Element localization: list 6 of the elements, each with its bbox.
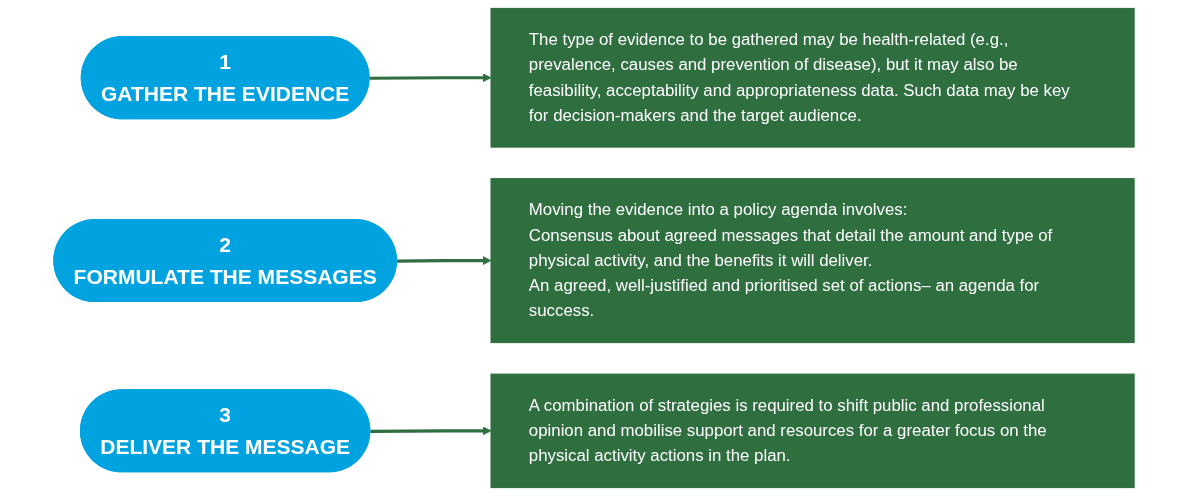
arrow [370, 426, 492, 436]
node-box: Moving the evidence into a policy agenda involves: Consensus about agreed messages that detail the amount and type of physical activity, and the benefits it will deliver. An agreed, well-justified and prioritised set of actions– an agenda for success. [490, 178, 1135, 344]
arrow [369, 73, 492, 83]
node-box: A combination of strategies is required to shift public and professional opinion and mobilise support and resources for a greater focus on the physical activity actions in the plan. [490, 373, 1135, 489]
node-box: The type of evidence to be gathered may be health-related (e.g., prevalence, causes and prevention of disease), but it may also be feasibility, acceptability and appropriateness data. Such data may be key for decision-makers and the target audience. [490, 7, 1135, 148]
arrow [396, 256, 492, 266]
